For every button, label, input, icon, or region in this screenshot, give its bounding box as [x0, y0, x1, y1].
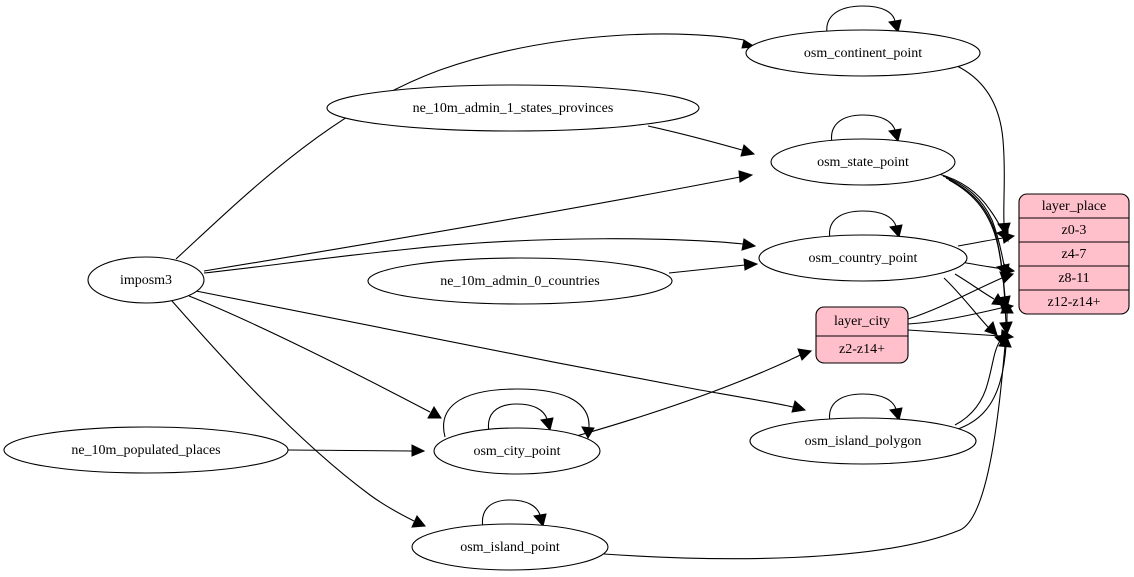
edge-ne-states-provinces-to-osm-state-point — [647, 125, 756, 157]
node-ne-10m-populated-places[interactable]: ne_10m_populated_places — [3, 426, 289, 474]
edge-osm-country-point-to-layer-place-z8-11 — [954, 273, 1005, 306]
node-osm-state-point-label: osm_state_point — [817, 155, 909, 170]
node-osm-city-point-label: osm_city_point — [473, 444, 560, 459]
edge-osm-country-point-to-layer-place-z12-z14 — [943, 277, 998, 336]
record-layer-place-row-z4-7: z4-7 — [1062, 247, 1087, 262]
edge-osm-city-point-to-layer-city-z2-z14 — [572, 348, 813, 438]
node-ne-10m-admin-0-countries[interactable]: ne_10m_admin_0_countries — [367, 257, 673, 305]
edge-self-loop-osm-island-point — [481, 499, 547, 529]
edge-layer-city-to-layer-place-z12-z14 — [907, 329, 1015, 342]
record-node-layer-city[interactable]: layer_city z2-z14+ — [815, 306, 909, 364]
edge-self-loop-osm-country-point — [828, 210, 903, 240]
edge-self-loop-osm-state-point — [830, 114, 902, 144]
edge-imposm3-to-osm-country-point — [203, 238, 757, 274]
edge-self-loop-osm-city-point — [487, 403, 554, 433]
edge-osm-state-point-to-layer-place-z0-3 — [938, 173, 1009, 242]
record-layer-place-title: layer_place — [1042, 199, 1107, 214]
node-osm-continent-point-label: osm_continent_point — [804, 46, 922, 61]
nodes-layer: imposm3 ne_10m_admin_1_states_provinces … — [3, 29, 981, 571]
record-layer-place-row-z0-3: z0-3 — [1062, 223, 1087, 238]
edge-ne-admin0-countries-to-osm-country-point — [668, 258, 759, 274]
edge-osm-island-polygon-to-layer-place-z8-11 — [957, 300, 1014, 430]
edge-imposm3-to-osm-island-point — [171, 300, 426, 528]
record-layer-city-title: layer_city — [834, 314, 890, 329]
edge-osm-island-polygon-to-layer-place-z12-z14 — [954, 333, 1008, 426]
node-osm-country-point[interactable]: osm_country_point — [758, 234, 968, 282]
node-ne-10m-admin-1-states-provinces-label: ne_10m_admin_1_states_provinces — [413, 101, 614, 116]
node-osm-island-polygon-label: osm_island_polygon — [805, 434, 922, 449]
node-osm-city-point[interactable]: osm_city_point — [433, 427, 601, 475]
record-nodes-layer: layer_place z0-3 z4-7 z8-11 z12-z14+ lay… — [815, 193, 1130, 364]
edge-imposm3-to-osm-state-point — [203, 170, 754, 272]
edge-layer-city-to-layer-place-z4-7 — [907, 271, 1015, 320]
edge-imposm3-to-osm-city-point — [188, 295, 442, 419]
record-layer-place-row-z12-z14: z12-z14+ — [1048, 295, 1101, 310]
edge-layer-city-to-layer-place-z8-11 — [907, 301, 1015, 325]
node-osm-country-point-label: osm_country_point — [809, 251, 918, 266]
edge-ne-populated-places-to-osm-city-point — [287, 444, 426, 457]
node-osm-island-point[interactable]: osm_island_point — [411, 523, 609, 571]
edge-osm-country-point-to-layer-place-z0-3 — [957, 231, 1016, 247]
node-imposm3-label: imposm3 — [120, 273, 172, 288]
node-ne-10m-populated-places-label: ne_10m_populated_places — [71, 443, 220, 458]
record-layer-place-row-z8-11: z8-11 — [1058, 271, 1089, 286]
node-osm-island-polygon[interactable]: osm_island_polygon — [749, 417, 977, 465]
node-osm-island-point-label: osm_island_point — [460, 540, 560, 555]
edge-self-loop-osm-island-polygon — [828, 393, 903, 423]
record-layer-city-row-z2-z14: z2-z14+ — [839, 342, 885, 357]
node-ne-10m-admin-1-states-provinces[interactable]: ne_10m_admin_1_states_provinces — [326, 84, 700, 132]
edge-imposm3-to-osm-island-polygon — [195, 290, 807, 413]
node-imposm3[interactable]: imposm3 — [87, 256, 205, 304]
node-ne-10m-admin-0-countries-label: ne_10m_admin_0_countries — [440, 274, 599, 289]
record-node-layer-place[interactable]: layer_place z0-3 z4-7 z8-11 z12-z14+ — [1018, 193, 1130, 315]
edge-self-loop-osm-continent-point — [826, 5, 902, 34]
node-osm-continent-point[interactable]: osm_continent_point — [745, 29, 981, 77]
node-osm-state-point[interactable]: osm_state_point — [770, 138, 956, 186]
edge-imposm3-to-osm-continent-point — [175, 33, 757, 260]
